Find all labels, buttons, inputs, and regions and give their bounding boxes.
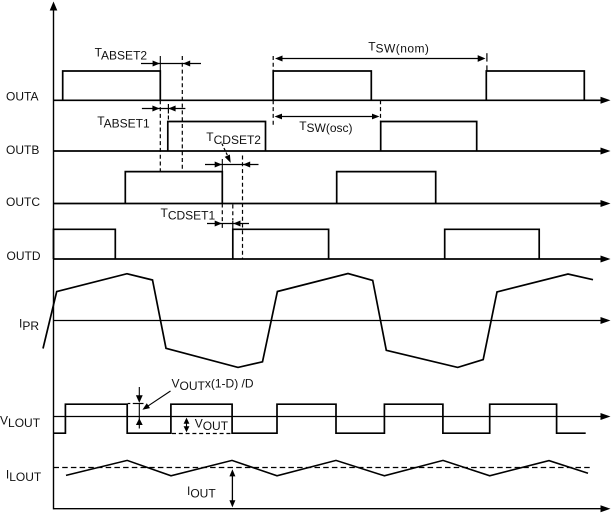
svg-text:OUTA: OUTA xyxy=(6,90,38,104)
svg-text:TABSET1: TABSET1 xyxy=(97,114,150,131)
svg-text:OUTD: OUTD xyxy=(7,249,41,263)
svg-text:TSW(osc): TSW(osc) xyxy=(299,119,352,135)
svg-text:VOUT: VOUT xyxy=(195,417,229,434)
svg-text:IOUT: IOUT xyxy=(187,484,216,501)
svg-text:VLOUT: VLOUT xyxy=(0,413,41,430)
svg-text:TSW(nom): TSW(nom) xyxy=(368,40,429,56)
svg-text:IPR: IPR xyxy=(19,316,39,333)
svg-text:TABSET2: TABSET2 xyxy=(95,46,148,63)
svg-text:TCDSET1: TCDSET1 xyxy=(161,206,216,223)
svg-text:VOUTx(1-D) /D: VOUTx(1-D) /D xyxy=(172,376,254,393)
svg-text:OUTC: OUTC xyxy=(6,195,40,209)
svg-text:ILOUT: ILOUT xyxy=(6,467,42,484)
svg-text:TCDSET2: TCDSET2 xyxy=(206,130,261,147)
svg-text:OUTB: OUTB xyxy=(6,143,39,157)
